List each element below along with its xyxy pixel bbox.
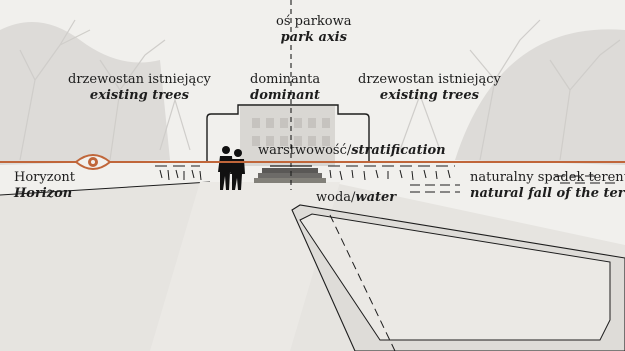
water-en: water bbox=[355, 190, 397, 205]
existing-trees-left-pl: drzewostan istniejący bbox=[68, 72, 211, 87]
natural-fall-en: natural fall of the terrain bbox=[470, 186, 625, 201]
horizon-label: Horyzont Horizon bbox=[14, 170, 75, 202]
stairs bbox=[254, 165, 326, 183]
dominant-outline bbox=[206, 104, 370, 162]
water-pl: woda/ bbox=[316, 190, 356, 205]
existing-trees-left-label: drzewostan istniejący existing trees bbox=[68, 72, 211, 104]
stratification-label: warstwowość/stratification bbox=[258, 143, 446, 159]
dominant-en: dominant bbox=[250, 88, 320, 103]
central-path bbox=[150, 182, 340, 351]
existing-trees-right-label: drzewostan istniejący existing trees bbox=[358, 72, 501, 104]
park-axis-label: oś parkowa park axis bbox=[276, 14, 352, 46]
horizon-pl: Horyzont bbox=[14, 170, 75, 185]
eye-icon bbox=[74, 154, 112, 170]
stratification-pl: warstwowość/ bbox=[258, 143, 352, 158]
dominant-pl: dominanta bbox=[250, 72, 321, 87]
existing-trees-right-pl: drzewostan istniejący bbox=[358, 72, 501, 87]
terrain-left-edge bbox=[0, 181, 211, 196]
natural-fall-pl: naturalny spadek terenu bbox=[470, 170, 625, 185]
people-silhouette-icon bbox=[218, 146, 245, 190]
horizon-en: Horizon bbox=[14, 186, 73, 201]
water-label: woda/water bbox=[316, 190, 396, 206]
tree-silhouettes bbox=[0, 19, 625, 165]
existing-trees-right-en: existing trees bbox=[379, 88, 479, 103]
park-axis-pl: oś parkowa bbox=[276, 14, 352, 29]
park-axis-en: park axis bbox=[280, 30, 347, 45]
natural-fall-label: naturalny spadek terenu natural fall of … bbox=[470, 170, 625, 202]
water-basin bbox=[291, 204, 625, 351]
existing-trees-left-en: existing trees bbox=[89, 88, 189, 103]
dominant-building bbox=[240, 106, 335, 166]
hedge-marks bbox=[155, 165, 620, 193]
stratification-en: stratification bbox=[351, 143, 446, 158]
dominant-label: dominanta dominant bbox=[250, 72, 320, 104]
